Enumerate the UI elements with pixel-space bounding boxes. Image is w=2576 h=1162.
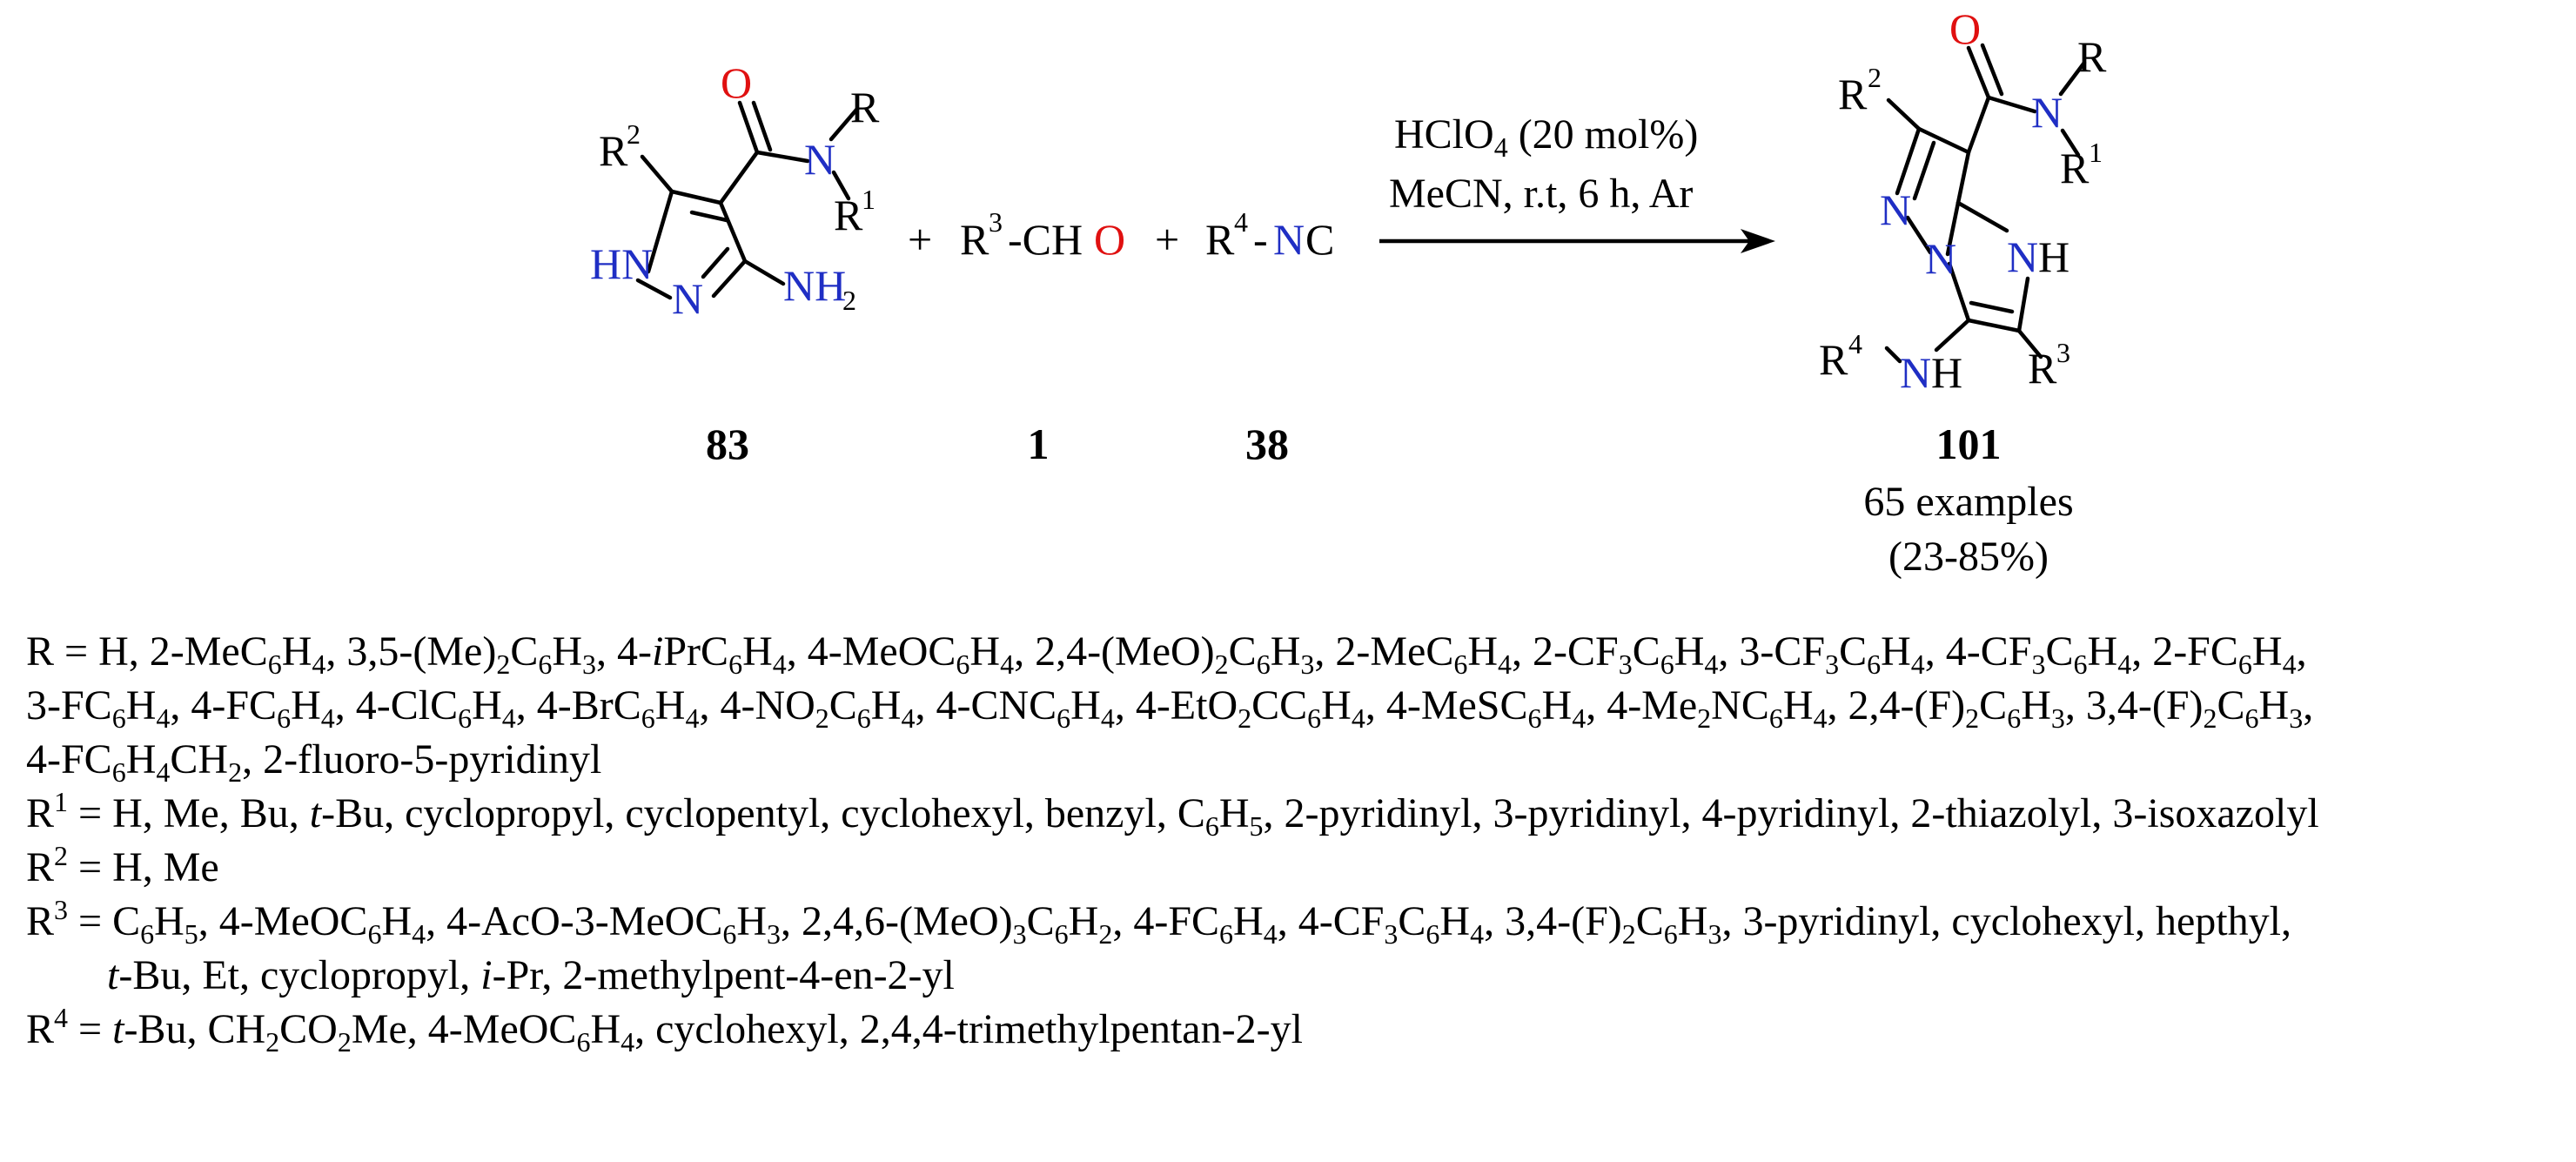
svg-text:4: 4 xyxy=(1234,206,1248,238)
plus-sign-2: + xyxy=(1155,215,1179,264)
atom-O: O xyxy=(1949,4,1981,53)
r2-definition: R2 = H, Me xyxy=(26,840,219,890)
svg-text:O: O xyxy=(1094,215,1125,264)
r-definition-line-2: 3-FC6H4, 4-FC6H4, 4-ClC6H4, 4-BrC6H4, 4-… xyxy=(26,682,2314,734)
atom-R: R xyxy=(850,83,880,131)
plus-sign-1: + xyxy=(908,215,932,264)
svg-text:R: R xyxy=(960,215,989,264)
svg-text:-: - xyxy=(1253,215,1268,264)
r3-definition-line-1: R3 = C6H5, 4-MeOC6H4, 4-AcO-3-MeOC6H3, 2… xyxy=(26,894,2291,950)
svg-text:2: 2 xyxy=(1868,62,1882,93)
atom-H-ring: H xyxy=(2038,232,2070,281)
r1-definition: R1 = H, Me, Bu, t-Bu, cyclopropyl, cyclo… xyxy=(26,786,2319,842)
product-101-structure: O N R R 1 R 2 N N N H R 4 N H R 3 xyxy=(1819,4,2107,397)
compound-label-38: 38 xyxy=(1245,420,1289,468)
svg-text:R: R xyxy=(834,191,863,239)
svg-text:R: R xyxy=(1819,335,1848,384)
reactant-38-isocyanide: R 4 - N C xyxy=(1205,206,1334,264)
atom-HN: HN xyxy=(590,239,653,288)
atom-R: R xyxy=(2077,32,2107,81)
compound-label-83: 83 xyxy=(706,420,749,468)
atom-R4: R 4 xyxy=(1819,328,1862,384)
atom-NH2: NH 2 xyxy=(783,261,856,316)
svg-text:2: 2 xyxy=(627,118,641,150)
atom-NH-amine: N xyxy=(1900,348,1931,397)
compound-label-101: 101 xyxy=(1936,420,2002,468)
yield-range: (23-85%) xyxy=(1888,534,2049,580)
atom-N-ring: N xyxy=(672,274,703,323)
compound-label-1: 1 xyxy=(1028,420,1050,468)
svg-text:3: 3 xyxy=(989,206,1003,238)
svg-text:C: C xyxy=(1305,215,1334,264)
svg-text:R: R xyxy=(1205,215,1235,264)
atom-R1: R 1 xyxy=(834,184,875,239)
reactant-83-structure: O N R R 1 R 2 HN N NH 2 xyxy=(590,58,880,323)
svg-text:R: R xyxy=(599,126,628,175)
svg-text:1: 1 xyxy=(2089,137,2103,168)
svg-text:R: R xyxy=(2060,144,2090,192)
svg-text:3: 3 xyxy=(2056,337,2070,368)
svg-text:4: 4 xyxy=(1848,328,1862,359)
svg-text:HClO4 (20 mol%): HClO4 (20 mol%) xyxy=(1394,111,1698,163)
substituent-definitions: R = H, 2-MeC6H4, 3,5-(Me)2C6H3, 4-iPrC6H… xyxy=(26,625,2550,1057)
atom-R3: R 3 xyxy=(2028,337,2070,393)
svg-text:R: R xyxy=(1838,70,1868,118)
reaction-arrow xyxy=(1379,229,1775,253)
atom-H-amine: H xyxy=(1931,348,1962,397)
atom-O: O xyxy=(721,58,752,107)
atom-N-pyrazole: N xyxy=(1880,185,1911,234)
r4-definition: R4 = t-Bu, CH2CO2Me, 4-MeOC6H4, cyclohex… xyxy=(26,1002,1303,1058)
r-definition-line-3: 4-FC6H4CH2, 2-fluoro-5-pyridinyl xyxy=(26,736,602,788)
svg-text:NH: NH xyxy=(783,261,846,310)
r-definition-line-1: R = H, 2-MeC6H4, 3,5-(Me)2C6H3, 4-iPrC6H… xyxy=(26,628,2307,680)
r3-definition-line-2: t-Bu, Et, cyclopropyl, i-Pr, 2-methylpen… xyxy=(107,952,955,998)
atom-NH-ring: N xyxy=(2007,232,2038,281)
svg-text:R: R xyxy=(2028,344,2057,393)
catalyst-label: HClO4 (20 mol%) xyxy=(1394,111,1698,163)
svg-text:2: 2 xyxy=(842,285,856,316)
examples-count: 65 examples xyxy=(1863,479,2073,525)
atom-N-amide: N xyxy=(2031,88,2063,137)
atom-R2: R 2 xyxy=(1838,62,1882,118)
atom-R1: R 1 xyxy=(2060,137,2103,192)
svg-text:1: 1 xyxy=(862,184,875,215)
svg-text:-CH: -CH xyxy=(1008,215,1083,264)
atom-N-amide: N xyxy=(804,135,835,184)
svg-text:N: N xyxy=(1273,215,1305,264)
reactant-1-aldehyde: R 3 -CH O xyxy=(960,206,1125,264)
atom-N-bridge: N xyxy=(1925,234,1956,283)
atom-R2: R 2 xyxy=(599,118,641,175)
conditions-label: MeCN, r.t, 6 h, Ar xyxy=(1389,171,1693,217)
reaction-scheme: O N R R 1 R 2 HN N NH 2 + + R 3 -CH O R … xyxy=(590,4,2107,580)
